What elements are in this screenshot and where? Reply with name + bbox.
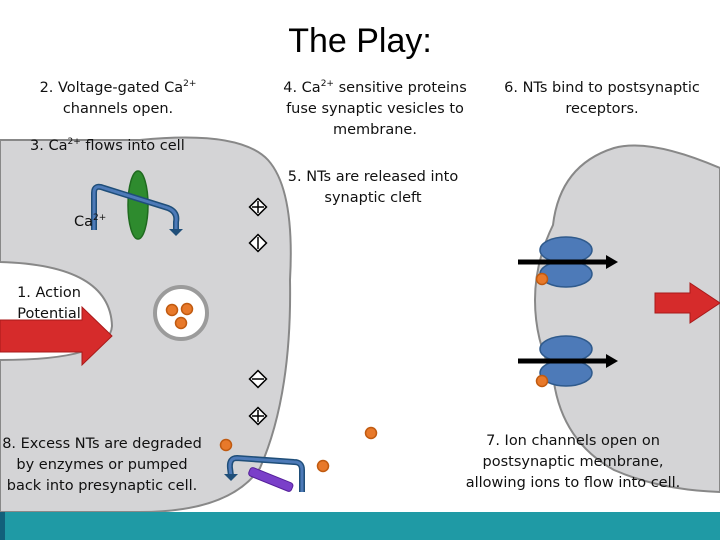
ion-label: Ca2+	[74, 212, 114, 233]
step4-text: 4. Ca	[283, 80, 321, 96]
postsynaptic-receptor-1	[518, 236, 618, 288]
step3-text: 3. Ca	[30, 138, 68, 154]
step3-label: 3. Ca2+ flows into cell	[30, 136, 200, 157]
step3-sup: 2+	[67, 137, 81, 147]
step4-label: 4. Ca2+ sensitive proteins fuse synaptic…	[272, 78, 478, 141]
step4-sup: 2+	[320, 79, 334, 89]
postsynaptic-receptor-2	[518, 335, 618, 387]
step4-post: sensitive proteins	[333, 80, 467, 96]
step2-sup: 2+	[183, 79, 197, 89]
step1-line1: 1. Action	[17, 285, 81, 301]
bound-nt-1	[535, 272, 549, 286]
step5-line1: 5. NTs are released into	[287, 169, 459, 185]
released-nt-1	[219, 438, 233, 452]
step8-line2: by enzymes or pumped	[16, 457, 188, 473]
step7-label: 7. Ion channels open on postsynaptic mem…	[454, 431, 692, 494]
step4-line3: membrane.	[333, 122, 417, 138]
released-nt-2	[316, 459, 330, 473]
ion-text: Ca	[74, 214, 94, 230]
step3-post: flows into cell	[80, 138, 185, 154]
action-potential-arrow	[0, 305, 113, 367]
vesicle-nt-3	[174, 316, 188, 330]
step6-line2: receptors.	[565, 101, 639, 117]
bottom-bar	[0, 512, 720, 540]
step6-label: 6. NTs bind to postsynaptic receptors.	[495, 78, 709, 120]
voltage-gated-channel	[127, 170, 149, 240]
step5-line2: synaptic cleft	[324, 190, 422, 206]
ion-sup: 2+	[93, 213, 107, 223]
synaptic-vesicle	[153, 285, 209, 341]
charge-marker-minus-1	[248, 233, 268, 253]
step5-label: 5. NTs are released into synaptic cleft	[278, 167, 468, 209]
released-nt-3	[364, 426, 378, 440]
step2-text: 2. Voltage-gated Ca	[39, 80, 184, 96]
step8-label: 8. Excess NTs are degraded by enzymes or…	[0, 434, 204, 497]
charge-marker-plus-1	[248, 197, 268, 217]
page-title: The Play:	[288, 22, 432, 60]
step2-line2: channels open.	[62, 101, 174, 117]
vesicle-nt-1	[165, 303, 179, 317]
charge-marker-minus-2	[248, 369, 268, 389]
step8-line3: back into presynaptic cell.	[6, 478, 198, 494]
vesicle-nt-2	[180, 302, 194, 316]
step7-line2: postsynaptic membrane,	[482, 454, 664, 470]
step6-line1: 6. NTs bind to postsynaptic	[504, 80, 700, 96]
bound-nt-2	[535, 374, 549, 388]
postsynaptic-cell	[533, 144, 720, 494]
step1-label: 1. Action Potential	[4, 283, 94, 325]
reuptake-transporter	[248, 467, 294, 492]
step1-line2: Potential	[17, 306, 81, 322]
charge-marker-plus-2	[248, 406, 268, 426]
step2-label: 2. Voltage-gated Ca2+ channels open.	[18, 78, 218, 120]
postsynaptic-current-arrow	[654, 282, 720, 324]
step7-line1: 7. Ion channels open on	[486, 433, 660, 449]
step4-line2: fuse synaptic vesicles to	[286, 101, 464, 117]
step7-line3: allowing ions to flow into cell.	[465, 475, 681, 491]
presynaptic-terminal	[0, 136, 292, 513]
step8-line1: 8. Excess NTs are degraded	[2, 436, 202, 452]
bottom-bar-edge	[0, 512, 5, 540]
